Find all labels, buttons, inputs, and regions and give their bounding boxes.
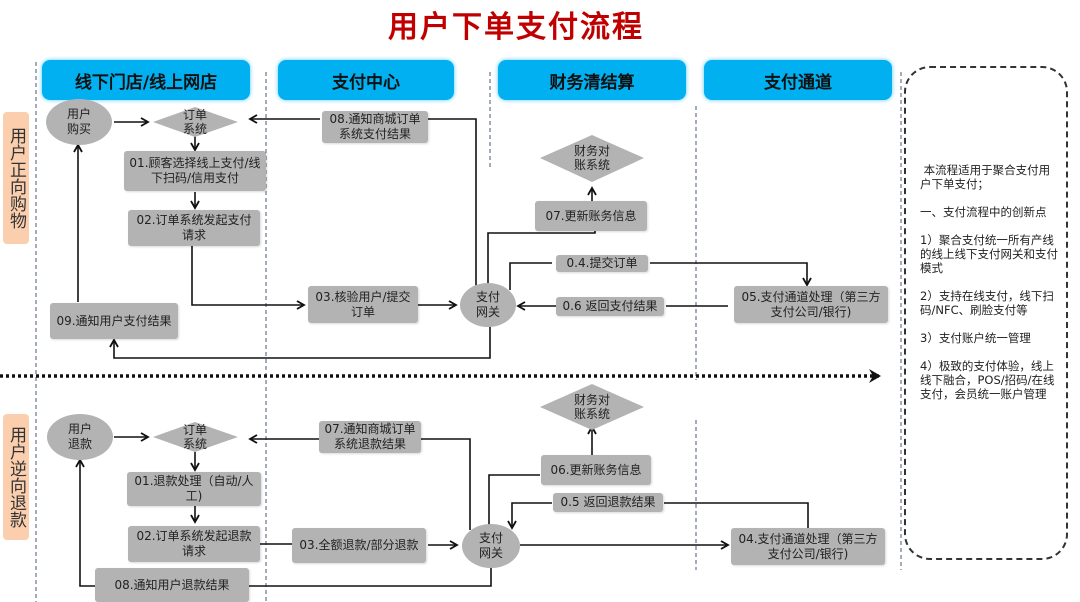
finance-system-diamond-reverse <box>540 384 644 430</box>
reverse-step-05: 0.5 返回退款结果 <box>553 493 663 512</box>
finance-system-label-reverse: 财务对 账系统 <box>573 393 610 421</box>
reverse-step-02: 02.订单系统发起退款请求 <box>128 526 260 562</box>
payment-gateway-reverse: 支付 网关 <box>462 524 520 568</box>
forward-step-09: 09.通知用户支付结果 <box>50 303 178 339</box>
forward-step-03: 03.核验用户/提交订单 <box>308 286 418 323</box>
forward-step-07: 07.更新账务信息 <box>535 201 647 231</box>
reverse-step-06: 06.更新账务信息 <box>541 455 651 485</box>
reverse-step-04: 04.支付通道处理（第三方支付公司/银行) <box>731 528 885 565</box>
lane-dividers <box>35 62 902 602</box>
order-system-diamond-reverse <box>153 422 238 452</box>
order-system-label-forward: 订单 系统 <box>182 108 207 136</box>
lane-header-store: 线下门店/线上网店 <box>42 60 250 100</box>
reverse-step-08: 08.通知用户退款结果 <box>95 568 249 602</box>
finance-system-diamond-forward <box>540 135 644 182</box>
forward-step-04: 0.4.提交订单 <box>556 255 648 272</box>
notes-panel <box>904 66 1068 560</box>
order-system-label-reverse: 订单 系统 <box>182 423 207 451</box>
user-buy-node: 用户 购买 <box>46 99 112 145</box>
reverse-step-07: 07.通知商城订单系统退款结果 <box>319 421 421 453</box>
forward-step-08: 08.通知商城订单系统支付结果 <box>322 111 428 143</box>
section-label-forward: 用户正向购物 <box>3 112 29 244</box>
notes-text: 本流程适用于聚合支付用户下单支付； 一、支付流程中的创新点 1）聚合支付统一所有… <box>920 163 1058 401</box>
finance-system-label-forward: 财务对 账系统 <box>573 144 610 172</box>
lane-header-payment-center: 支付中心 <box>278 60 454 100</box>
user-refund-node: 用户 退款 <box>47 414 113 460</box>
reverse-step-03: 03.全额退款/部分退款 <box>292 528 426 563</box>
forward-step-01: 01.顾客选择线上支付/线下扫码/信用支付 <box>124 151 266 191</box>
forward-step-02: 02.订单系统发起支付请求 <box>128 210 260 246</box>
payment-gateway-forward: 支付 网关 <box>460 283 516 327</box>
lane-header-channel: 支付通道 <box>704 60 892 100</box>
page-title: 用户下单支付流程 <box>388 10 644 45</box>
lane-header-finance: 财务清结算 <box>498 60 686 100</box>
forward-step-06: 0.6 返回支付结果 <box>556 297 664 316</box>
forward-step-05: 05.支付通道处理（第三方支付公司/银行) <box>734 286 888 323</box>
section-label-reverse: 用户逆向退款 <box>3 414 29 540</box>
reverse-step-01: 01.退款处理（自动/人工) <box>127 472 261 506</box>
order-system-diamond-forward <box>153 107 238 137</box>
